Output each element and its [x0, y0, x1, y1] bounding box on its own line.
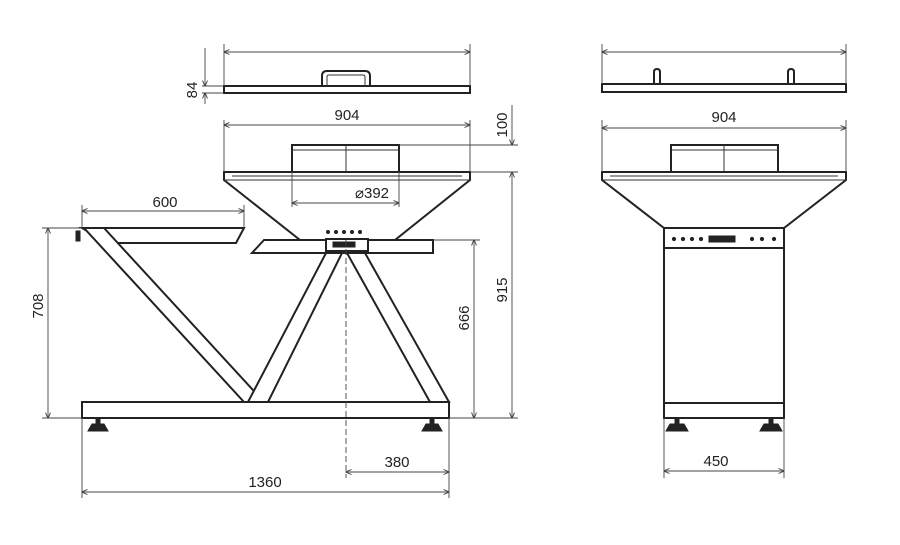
dim-post-offset: 380: [384, 454, 409, 471]
lid-plate: [223, 85, 471, 94]
dim-base-depth: 450: [703, 453, 728, 470]
cabinet-base: [663, 402, 785, 419]
dim-shelf-height: 708: [30, 293, 47, 318]
dim-lid-height: 84: [184, 82, 201, 99]
table-plate: [249, 230, 434, 254]
dim-top-width-right: 904: [711, 109, 736, 126]
lid-handle-side-right: [787, 67, 795, 84]
dim-base-length: 1360: [248, 474, 281, 491]
cabinet-side: [663, 227, 785, 432]
logo-plate: [332, 241, 356, 248]
dim-top-rim-height: 100: [494, 112, 511, 137]
grill-top-front: [223, 144, 471, 241]
lid-front: [223, 70, 471, 94]
grill-top-side: [601, 144, 847, 229]
grill-bowl: [223, 171, 471, 241]
foot-side-left: [665, 423, 689, 432]
foot-right: [421, 423, 443, 432]
base-front: [81, 401, 450, 432]
cabinet-body: [663, 247, 785, 404]
leg-mid-diagonal: [246, 252, 344, 403]
leg-left-diagonal: [81, 227, 267, 403]
lid-side: [601, 67, 847, 93]
foot-side-right: [759, 423, 783, 432]
frame-legs: [81, 227, 451, 403]
dim-top-width-left: 904: [334, 107, 359, 124]
foot-left: [87, 423, 109, 432]
dim-bowl-diameter: ⌀392: [355, 185, 389, 202]
lid-handle-side-left: [653, 67, 661, 84]
shelf-hook: [75, 230, 81, 242]
lid-handle: [321, 70, 371, 86]
dim-table-height: 666: [456, 305, 473, 330]
dim-total-height: 915: [494, 277, 511, 302]
side-view: [601, 67, 847, 432]
dimension-lines: 84 904 100 915 666 ⌀392 600: [30, 44, 846, 498]
leg-right-diagonal: [345, 252, 451, 403]
logo-plate-side: [708, 235, 736, 243]
base-beam: [81, 401, 450, 419]
front-view: [75, 70, 471, 478]
dim-shelf-width: 600: [152, 194, 177, 211]
